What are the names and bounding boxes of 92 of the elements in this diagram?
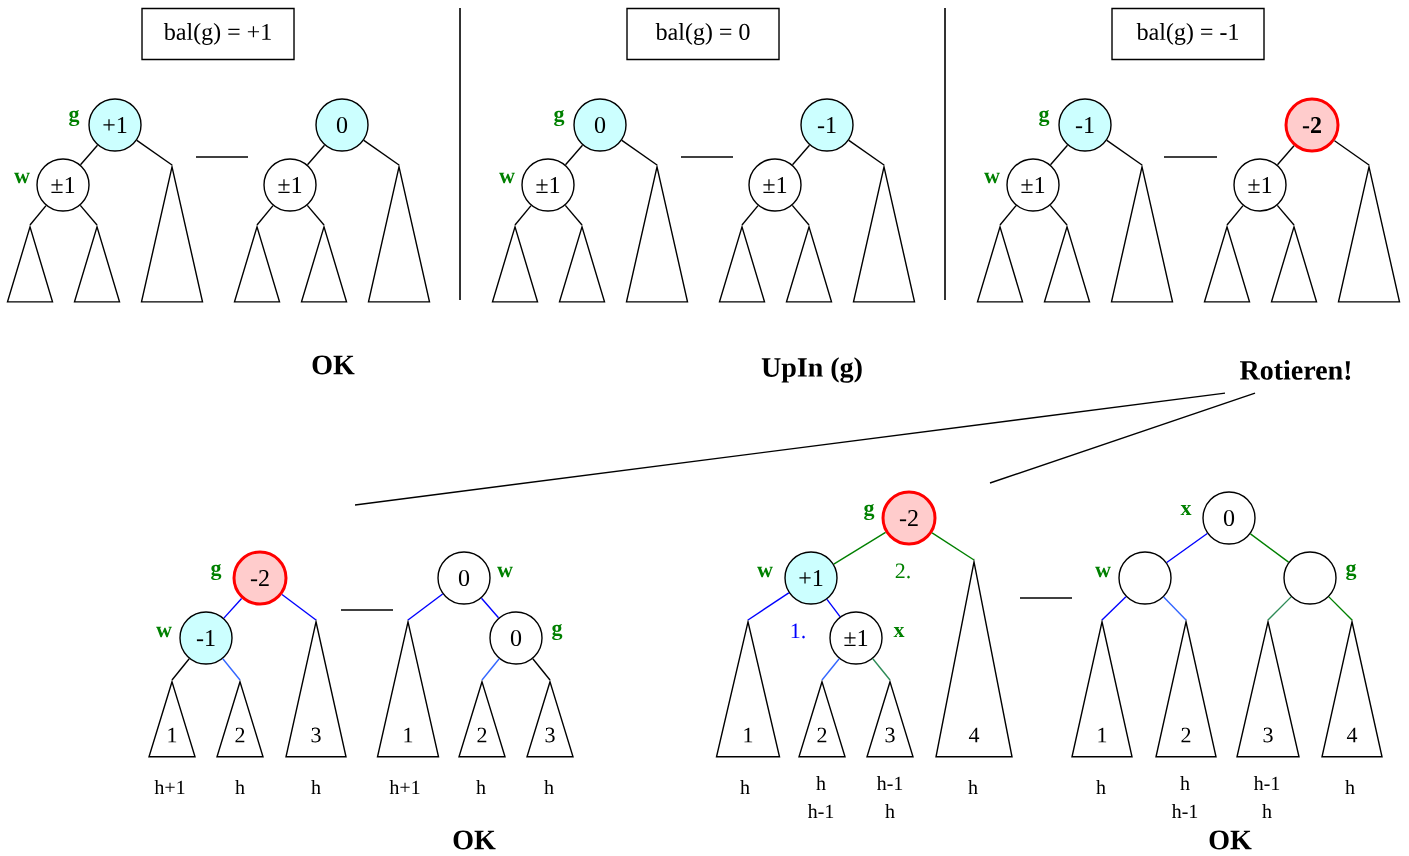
height-label: h [235, 780, 245, 794]
tree-edge [481, 658, 500, 681]
edge-label: 1. [788, 622, 808, 640]
variable-letter: w [14, 172, 30, 184]
height-label: h+1 [389, 780, 420, 794]
tree-edge [1333, 140, 1370, 166]
tree-edge [791, 204, 810, 226]
tree-edge [1249, 533, 1290, 563]
tree-edge [999, 204, 1017, 226]
variable-letter: g [554, 109, 565, 127]
variable-letter: w [156, 626, 172, 638]
tree-edge [306, 144, 326, 166]
height-label: h [885, 804, 895, 818]
tree-edge [833, 531, 887, 565]
tree-edge [256, 204, 274, 226]
status-label: OK [312, 355, 355, 375]
height-label: h-1 [1253, 776, 1280, 790]
status-label: OK [453, 830, 496, 850]
heading: Rotieren! [1240, 360, 1351, 380]
tree-edge [621, 139, 658, 166]
tree-edge [136, 139, 173, 166]
tree-edge [989, 392, 1256, 484]
height-label: h [1180, 776, 1190, 790]
tree-edge [848, 139, 885, 166]
variable-letter: w [984, 172, 1000, 184]
variable-letter: w [757, 566, 773, 578]
tree-edge [1226, 204, 1244, 226]
tree-edge [1276, 145, 1295, 166]
tree-edge [826, 598, 841, 618]
height-label: h [968, 780, 978, 794]
variable-letter: x [893, 626, 905, 638]
formula-box: bal(g) = +1 [141, 7, 295, 61]
height-label: h [816, 776, 826, 790]
tree-node-circle [1283, 551, 1337, 605]
tree-edge [931, 532, 975, 561]
tree-edge [354, 392, 1226, 506]
height-label: h [740, 780, 750, 794]
height-label: h-1 [1171, 804, 1198, 818]
tree-edge [747, 592, 790, 621]
tree-edge [222, 658, 241, 681]
variable-letter: g [1346, 563, 1357, 581]
tree-edge [1101, 595, 1127, 621]
tree-edge [532, 658, 551, 681]
height-label: h [1345, 780, 1355, 794]
variable-letter: g [864, 503, 875, 521]
height-label: h [1262, 804, 1272, 818]
tree-node-circle [1118, 551, 1172, 605]
tree-edge [1328, 596, 1353, 621]
status-label: OK [1209, 830, 1252, 850]
variable-letter: g [1039, 109, 1050, 127]
height-label: h [1096, 780, 1106, 794]
height-label: h [311, 780, 321, 794]
tree-edge [29, 204, 47, 226]
tree-edge [306, 204, 325, 226]
tree-edge [564, 204, 583, 226]
height-label: h-1 [807, 804, 834, 818]
tree-edge [741, 204, 759, 226]
tree-edge [514, 204, 532, 226]
tree-edge [1049, 144, 1069, 166]
tree-edge [171, 658, 190, 681]
tree-edge [1106, 139, 1143, 166]
tree-edge [363, 139, 400, 166]
tree-edge [281, 593, 317, 621]
tree-edge [1166, 532, 1208, 564]
height-label: h [476, 780, 486, 794]
formula-box: bal(g) = 0 [626, 7, 780, 61]
tree-edge [1267, 596, 1292, 621]
tree-edge [407, 593, 444, 621]
tree-edge [223, 597, 243, 619]
variable-letter: w [1095, 566, 1111, 578]
tree-edge [821, 658, 840, 681]
tree-edge [564, 144, 584, 166]
height-label: h-1 [876, 776, 903, 790]
variable-letter: x [1180, 504, 1192, 516]
status-label: UpIn (g) [761, 357, 862, 383]
variable-letter: w [499, 172, 515, 184]
tree-edge [1162, 596, 1187, 621]
tree-edge [872, 658, 891, 681]
variable-letter: g [552, 623, 563, 641]
variable-letter: g [211, 563, 222, 581]
edge-label: 2. [893, 562, 913, 580]
height-label: h [544, 780, 554, 794]
tree-edge [791, 144, 811, 166]
height-label: h+1 [154, 780, 185, 794]
formula-box: bal(g) = -1 [1111, 7, 1265, 61]
tree-edge [1276, 204, 1295, 226]
tree-edge [79, 204, 98, 226]
tree-edge [480, 597, 500, 619]
tree-edge [79, 144, 99, 166]
tree-edge [1049, 204, 1068, 226]
variable-letter: g [69, 109, 80, 127]
variable-letter: w [497, 566, 513, 578]
